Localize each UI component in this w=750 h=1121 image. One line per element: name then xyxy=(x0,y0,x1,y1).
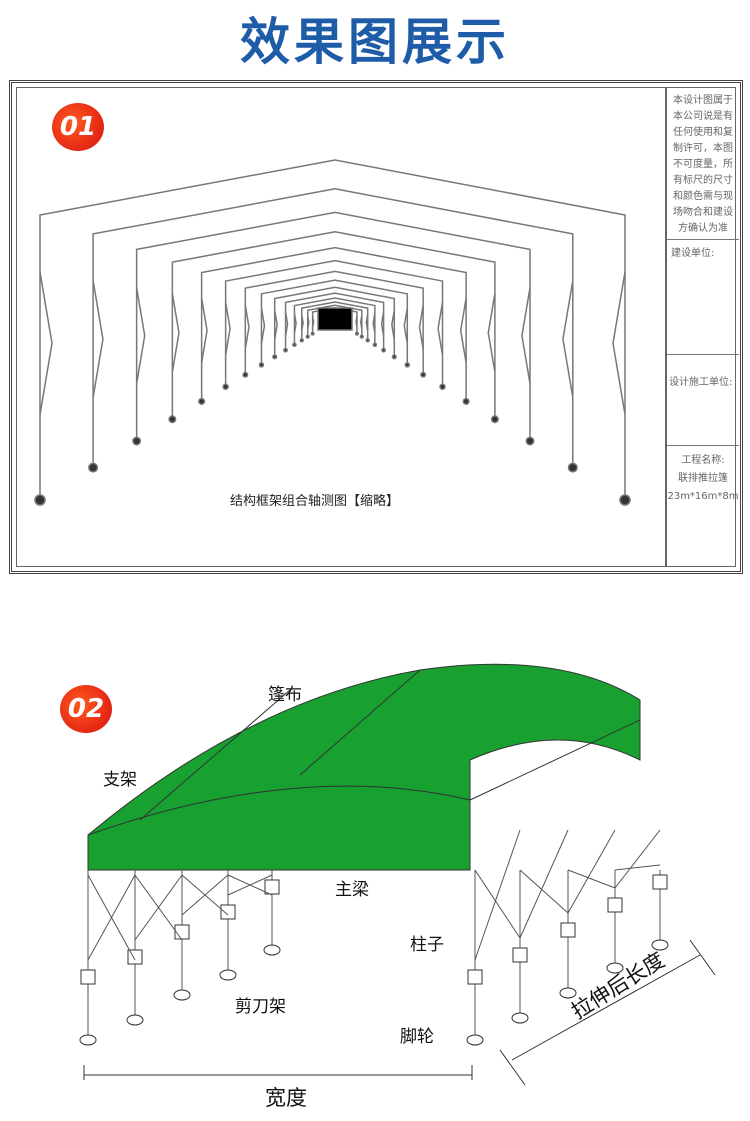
label-caster: 脚轮 xyxy=(400,1027,434,1047)
label-bracket: 支架 xyxy=(103,770,137,790)
label-main-beam: 主梁 xyxy=(335,880,369,900)
label-canopy: 篷布 xyxy=(268,685,302,705)
badge-02: 02 xyxy=(60,685,112,733)
title-block: 本设计图属于本公司说是有任何使用和复制许可，本图不可度量，所有标尺的尺寸和颜色需… xyxy=(665,87,739,567)
client-label: 建设单位: xyxy=(667,240,739,355)
copyright-note: 本设计图属于本公司说是有任何使用和复制许可，本图不可度量，所有标尺的尺寸和颜色需… xyxy=(667,87,739,240)
label-width: 宽度 xyxy=(265,1086,307,1110)
project-label: 工程名称: xyxy=(681,455,725,466)
project-name: 联排推拉篷 xyxy=(678,473,728,484)
drawing-caption: 结构框架组合轴测图【缩略】 xyxy=(230,494,400,509)
project-size: 23m*16m*8m xyxy=(667,491,739,502)
label-column: 柱子 xyxy=(410,935,444,955)
drawing-frame: 本设计图属于本公司说是有任何使用和复制许可，本图不可度量，所有标尺的尺寸和颜色需… xyxy=(9,80,743,574)
page-title: 效果图展示 xyxy=(240,13,510,71)
badge-01: 01 xyxy=(52,103,104,151)
label-scissor: 剪刀架 xyxy=(235,997,286,1017)
contractor-label: 设计施工单位: xyxy=(667,355,739,446)
